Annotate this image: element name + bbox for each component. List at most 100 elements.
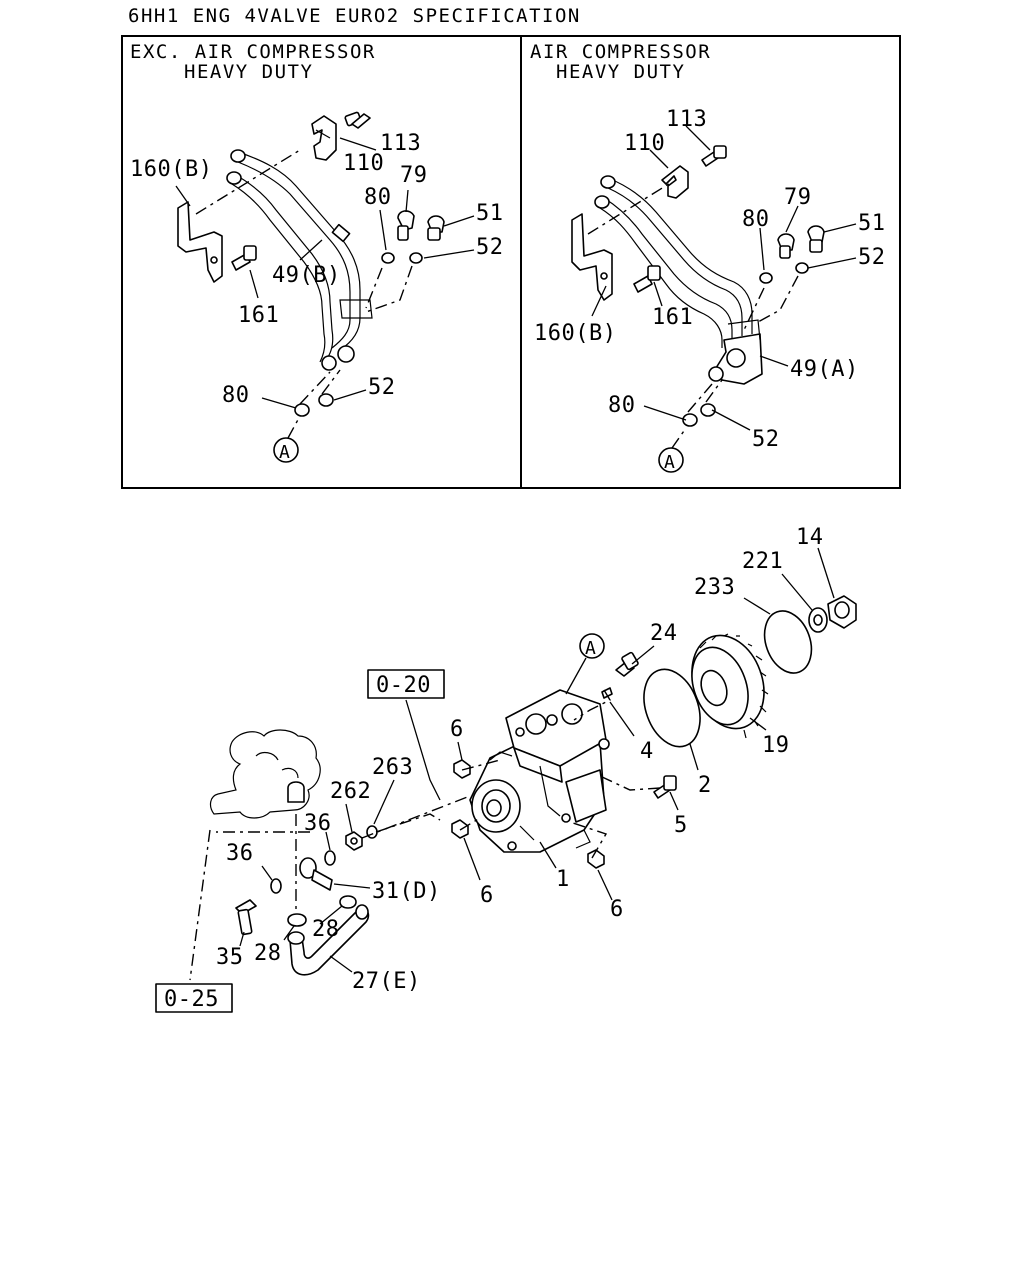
callout-262: 262	[330, 779, 371, 804]
callout-80-upper-right: 80	[742, 207, 770, 232]
callout-79: 79	[400, 163, 428, 188]
callout-51: 51	[476, 201, 504, 226]
callout-161: 161	[238, 303, 279, 328]
diagram-title: 6HH1 ENG 4VALVE EURO2 SPECIFICATION	[128, 5, 581, 27]
reference-a-circle-right	[658, 447, 684, 473]
callout-49a-right: 49(A)	[790, 357, 859, 382]
bolt-5	[653, 775, 677, 799]
washer-80-upper	[381, 252, 395, 264]
right-panel-heading-1: AIR COMPRESSOR	[530, 41, 711, 63]
callout-19: 19	[762, 733, 790, 758]
nut-262	[345, 831, 363, 851]
washer-80-upper-right	[759, 272, 773, 284]
reference-a-circle-main	[579, 633, 605, 659]
bolt-51-right	[807, 225, 825, 253]
callout-2: 2	[698, 773, 712, 798]
callout-263: 263	[372, 755, 413, 780]
pipe-49a	[594, 175, 763, 385]
engine-block-outline	[209, 729, 321, 819]
callout-4: 4	[640, 739, 654, 764]
injection-pump-body	[469, 689, 610, 853]
nut-6-lower-left	[451, 819, 469, 839]
bolt-79-right	[777, 233, 795, 259]
left-panel-heading-2: HEAVY DUTY	[184, 61, 313, 83]
callout-160b: 160(B)	[130, 157, 212, 182]
nut-6-lower-right	[587, 849, 605, 869]
reference-a-label-right: A	[664, 452, 675, 473]
callout-80-upper: 80	[364, 185, 392, 210]
callout-161-right: 161	[652, 305, 693, 330]
bolt-113-right	[701, 145, 727, 167]
reference-a-label-main: A	[585, 638, 596, 659]
bolt-35	[235, 899, 257, 936]
bracket-160b	[177, 201, 223, 283]
washer-221-hole	[813, 614, 823, 626]
reference-box-0-20[interactable]: 0-20	[367, 669, 445, 699]
washer-80-lower-right	[682, 413, 698, 427]
right-panel: AIR COMPRESSOR HEAVY DUTY	[530, 41, 886, 473]
banjo-fitting-31d	[299, 857, 333, 891]
callout-233: 233	[694, 575, 735, 600]
right-panel-heading-2: HEAVY DUTY	[556, 61, 685, 83]
callout-52-lower: 52	[368, 375, 396, 400]
washer-36-upper	[324, 850, 336, 866]
pipe-49b	[226, 149, 373, 371]
callout-79-right: 79	[784, 185, 812, 210]
callout-52-upper-right: 52	[858, 245, 886, 270]
hose-27e	[287, 904, 370, 976]
clip-28-left	[287, 913, 307, 927]
main-exploded-view: 0-20 0-25 A	[155, 525, 857, 1013]
bolt-113	[344, 111, 371, 129]
callout-51-right: 51	[858, 211, 886, 236]
nut-14	[827, 595, 857, 629]
callout-6-lower-left: 6	[480, 883, 494, 908]
callout-80-lower-right: 80	[608, 393, 636, 418]
reference-a-label: A	[279, 442, 290, 463]
bolt-161-right	[633, 265, 661, 293]
washer-52-upper-right	[795, 262, 809, 274]
callout-110-right: 110	[624, 131, 665, 156]
clamp-110-right	[661, 165, 689, 199]
reference-0-25-label: 0-25	[164, 987, 219, 1012]
callout-160b-right: 160(B)	[534, 321, 616, 346]
clamp-110	[311, 115, 337, 161]
callout-24: 24	[650, 621, 678, 646]
left-panel-heading-1: EXC. AIR COMPRESSOR	[130, 41, 376, 63]
callout-36-lower: 36	[226, 841, 254, 866]
bolt-161	[231, 245, 257, 271]
washer-80-lower	[294, 403, 310, 417]
callout-35: 35	[216, 945, 244, 970]
reference-a-circle	[273, 437, 299, 463]
callout-28-left: 28	[254, 941, 282, 966]
callout-113: 113	[380, 131, 421, 156]
callout-14: 14	[796, 525, 824, 550]
callout-110: 110	[343, 151, 384, 176]
washer-52-lower	[318, 393, 334, 407]
callout-27e: 27(E)	[352, 969, 421, 994]
callout-6-lower-right: 6	[610, 897, 624, 922]
bolt-51	[427, 215, 445, 241]
callout-52-upper: 52	[476, 235, 504, 260]
callout-1: 1	[556, 867, 570, 892]
callout-49b: 49(B)	[272, 263, 341, 288]
callout-5: 5	[674, 813, 688, 838]
bolt-79	[397, 210, 415, 241]
washer-52-lower-right	[700, 403, 716, 417]
callout-36-upper: 36	[304, 811, 332, 836]
callout-52-lower-right: 52	[752, 427, 780, 452]
inset-frame	[121, 35, 901, 489]
callout-113-right: 113	[666, 107, 707, 132]
callout-6-upper: 6	[450, 717, 464, 742]
left-panel: EXC. AIR COMPRESSOR HEAVY DUTY	[130, 41, 504, 463]
callout-221: 221	[742, 549, 783, 574]
washer-52-upper	[409, 252, 423, 264]
reference-box-0-25[interactable]: 0-25	[155, 983, 233, 1013]
callout-31d: 31(D)	[372, 879, 441, 904]
gear-19	[691, 633, 769, 739]
key-4	[601, 687, 613, 699]
callout-80-lower: 80	[222, 383, 250, 408]
clip-28-right	[339, 895, 357, 909]
bracket-160b-right	[571, 213, 613, 301]
callout-28-right: 28	[312, 917, 340, 942]
